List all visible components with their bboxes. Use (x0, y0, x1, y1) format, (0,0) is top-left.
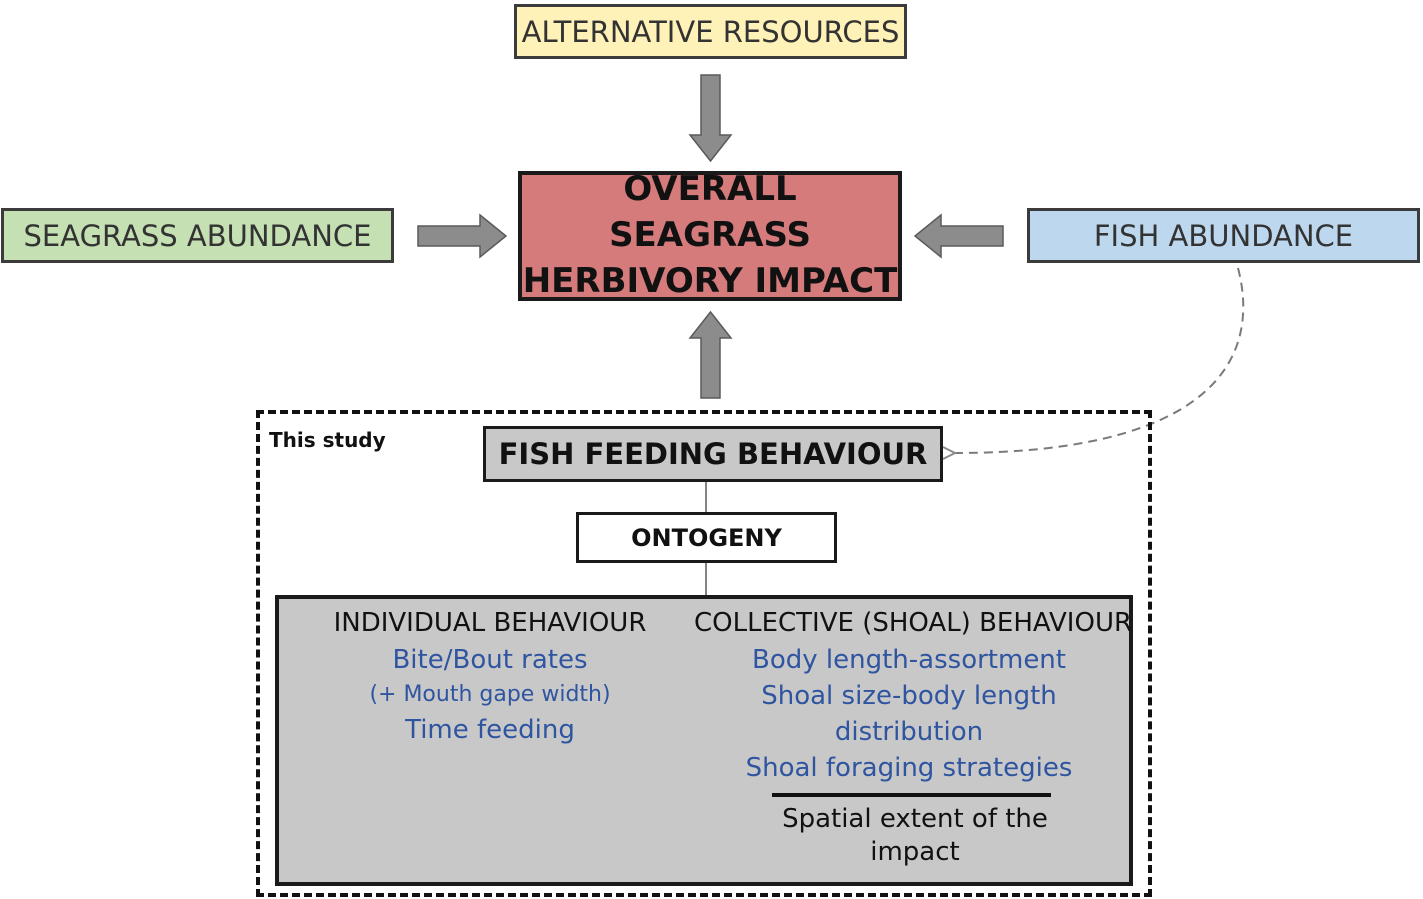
arrow-up-from-study (688, 310, 733, 399)
impact-label-line2: HERBIVORY IMPACT (522, 260, 898, 301)
ontogeny-box: ONTOGENY (576, 512, 837, 563)
study-label: This study (269, 428, 386, 452)
arrow-right-from-seagrass-abundance (417, 213, 508, 259)
individual-behaviour-heading: INDIVIDUAL BEHAVIOUR (333, 608, 647, 638)
spatial-extent-line1: Spatial extent of the (782, 804, 1048, 834)
seagrass-abundance-box: SEAGRASS ABUNDANCE (1, 208, 394, 263)
individual-item: Time feeding (405, 715, 575, 745)
impact-label-line1: OVERALL SEAGRASS (609, 169, 811, 256)
spatial-extent-line2: impact (870, 837, 960, 867)
individual-behaviour-column: INDIVIDUAL BEHAVIOUR Bite/Bout rates (+ … (330, 604, 650, 748)
fish-feeding-behaviour-label: FISH FEEDING BEHAVIOUR (498, 437, 928, 471)
individual-item: Bite/Bout rates (392, 645, 588, 675)
spatial-extent-outcome: Spatial extent of the impact (760, 803, 1070, 869)
collective-item: Shoal size-body length (761, 681, 1057, 711)
outcome-divider (772, 793, 1051, 797)
collective-item: Shoal foraging strategies (745, 753, 1073, 783)
behaviour-panel (275, 595, 1133, 886)
collective-item: Body length-assortment (752, 645, 1066, 675)
collective-behaviour-column: COLLECTIVE (SHOAL) BEHAVIOUR Body length… (694, 604, 1133, 786)
individual-item: (+ Mouth gape width) (369, 682, 611, 707)
collective-item: distribution (834, 717, 984, 747)
alternative-resources-box: ALTERNATIVE RESOURCES (514, 4, 907, 59)
dashed-arrow-fish-abundance-to-feeding (955, 267, 1245, 453)
alternative-resources-label: ALTERNATIVE RESOURCES (521, 14, 900, 49)
arrow-left-from-fish-abundance (913, 213, 1004, 259)
seagrass-abundance-label: SEAGRASS ABUNDANCE (23, 218, 372, 253)
herbivory-impact-box: OVERALL SEAGRASS HERBIVORY IMPACT (518, 169, 902, 301)
fish-abundance-label: FISH ABUNDANCE (1093, 218, 1354, 253)
fish-abundance-box: FISH ABUNDANCE (1027, 208, 1420, 263)
collective-behaviour-heading: COLLECTIVE (SHOAL) BEHAVIOUR (694, 608, 1133, 638)
fish-feeding-behaviour-box: FISH FEEDING BEHAVIOUR (483, 426, 943, 482)
arrow-down-from-alternative-resources (688, 74, 733, 163)
ontogeny-label: ONTOGENY (631, 523, 782, 552)
study-frame (256, 410, 1152, 897)
